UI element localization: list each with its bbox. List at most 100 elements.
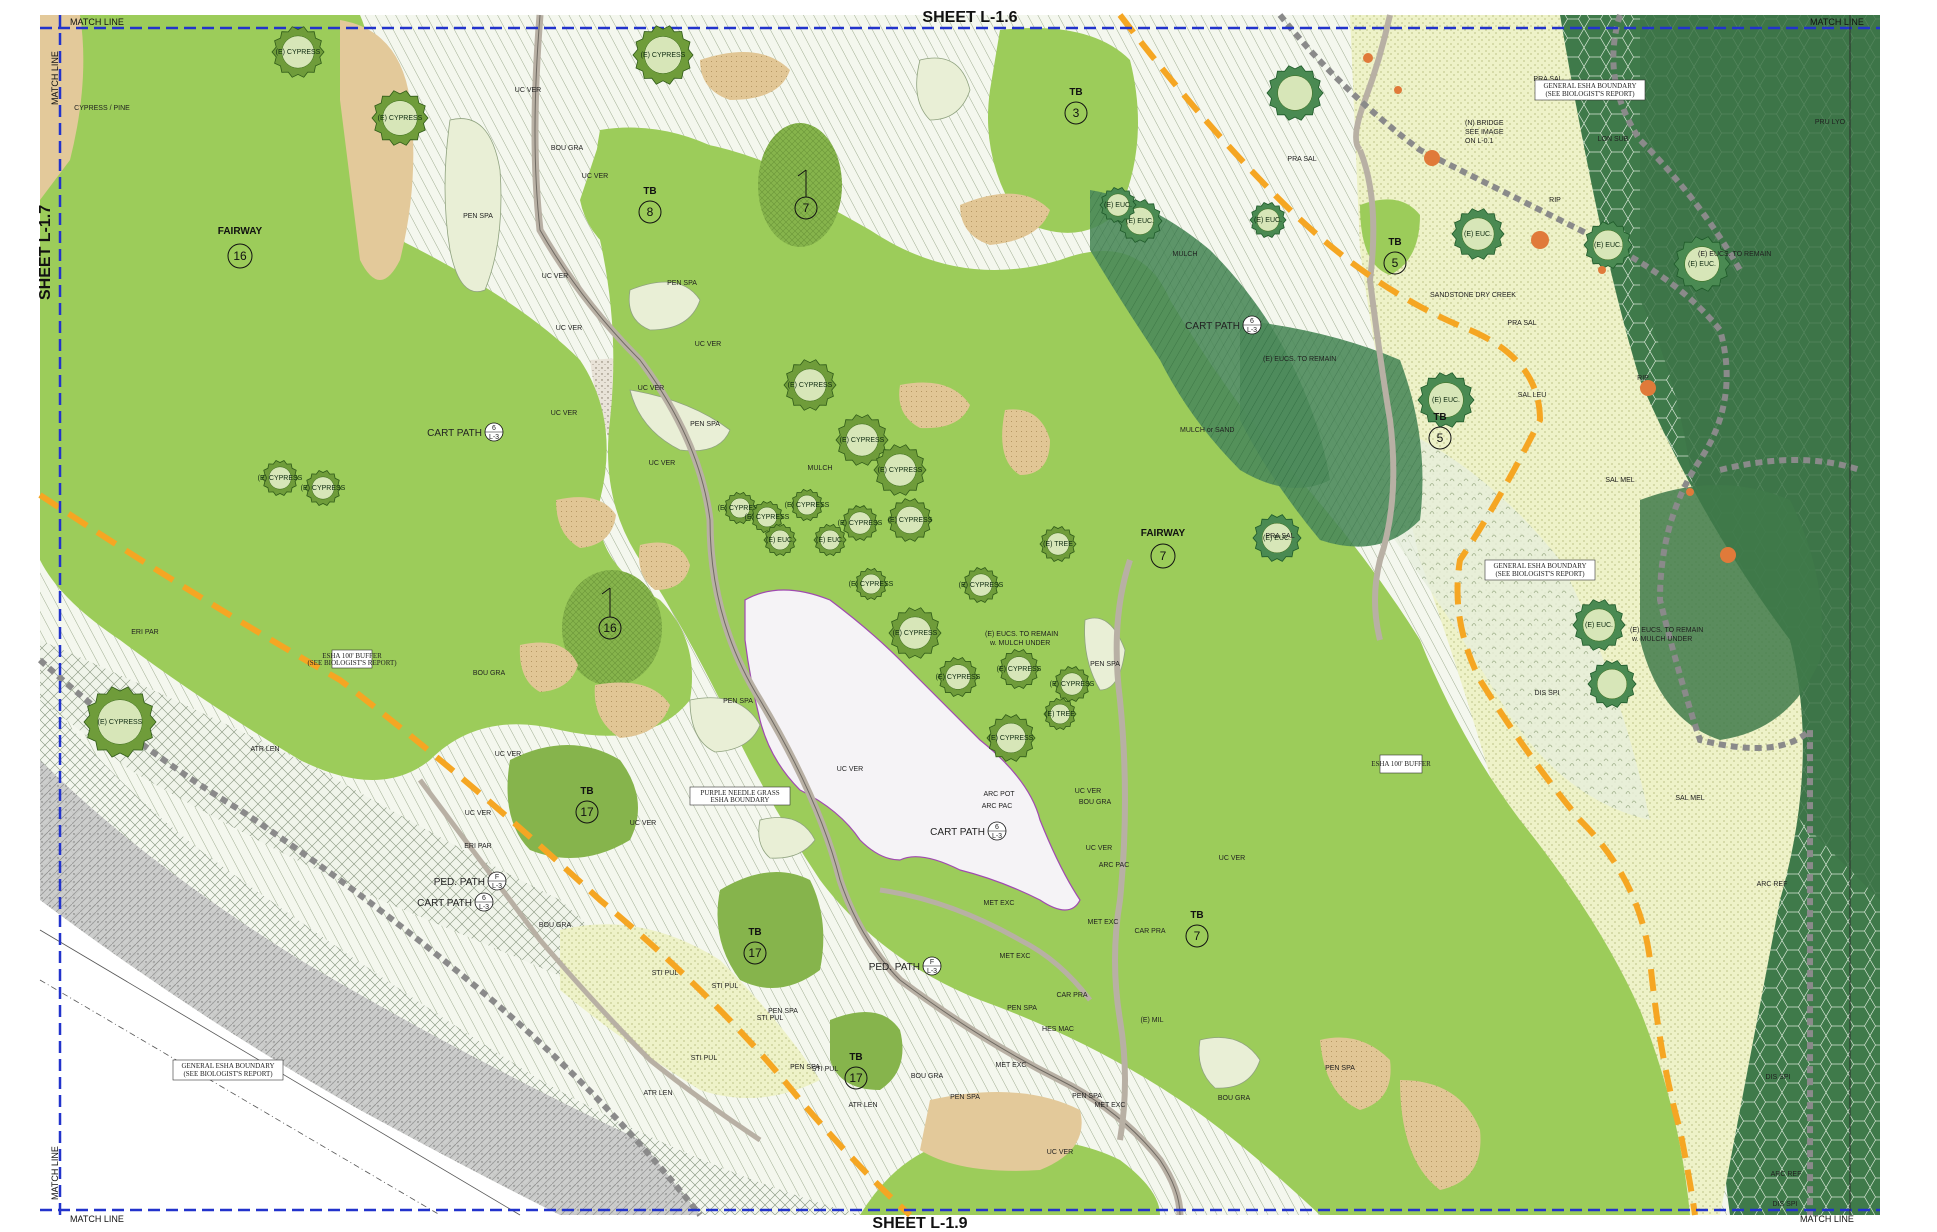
tee-number: 5: [1437, 431, 1444, 445]
tree-symbol: (E) CYPRESS: [785, 488, 830, 522]
species-label: PRA SAL: [1287, 156, 1316, 163]
species-label: ARC POT: [983, 791, 1015, 798]
general-esha-note-3: GENERAL ESHA BOUNDARY: [1543, 82, 1636, 90]
species-label: DIS SPI: [1535, 690, 1560, 697]
creek-note: SANDSTONE DRY CREEK: [1430, 292, 1516, 299]
match-line-label-br: MATCH LINE: [1800, 1214, 1854, 1224]
species-label: STI PUL: [757, 1015, 784, 1022]
species-label: UC VER: [542, 273, 568, 280]
species-label: ERI PAR: [131, 629, 159, 636]
path-label: CART PATH: [1185, 321, 1240, 332]
eucs-mulch-note-2a: (E) EUCS. TO REMAIN: [1630, 627, 1703, 634]
species-label: BOU GRA: [911, 1073, 944, 1080]
species-label: PEN SPA: [768, 1008, 798, 1015]
species-label: RIP: [1549, 197, 1561, 204]
species-label: PEN SPA: [463, 213, 493, 220]
tree-symbol: (E) CYPRESS: [783, 359, 837, 411]
tee-label: TB: [580, 786, 593, 797]
tree-label: (E) CYPRESS: [888, 517, 933, 524]
species-label: UC VER: [556, 325, 582, 332]
tee-number: 8: [647, 205, 654, 219]
path-label: CART PATH: [417, 898, 472, 909]
tree-label: (E) EUC.: [1263, 535, 1291, 542]
species-label: UC VER: [630, 820, 656, 827]
mulch-sand-note: MULCH or SAND: [1180, 427, 1234, 434]
path-label: PED. PATH: [869, 962, 920, 973]
tee-number: 17: [849, 1071, 863, 1085]
path-ref: 6: [482, 895, 486, 902]
tree-symbol: (E) CYPRESS: [849, 567, 894, 601]
tree-label: (E) CYPRESS: [276, 49, 321, 56]
tree-symbol: (E) CYPRESS: [997, 648, 1042, 690]
species-label: ATR LEN: [848, 1102, 877, 1109]
tee-number: 3: [1073, 106, 1080, 120]
tree-symbol: (E) CYPRESS: [835, 414, 889, 466]
species-label: CAR PRA: [1056, 992, 1087, 999]
tree-symbol: [1266, 65, 1324, 121]
tree-label: (E) CYPRESS: [718, 505, 763, 512]
eucs-mulch-note-2b: w. MULCH UNDER: [1631, 636, 1692, 643]
tree-symbol: (E) TREE: [1039, 525, 1077, 563]
species-label: PRA SAL: [1265, 533, 1294, 540]
tee-label: TB: [1069, 87, 1082, 98]
species-label: SAL LEU: [1518, 392, 1547, 399]
species-label: PEN SPA: [1007, 1005, 1037, 1012]
tee-label: TB: [748, 927, 761, 938]
esha-buffer-note-1: ESHA 100' BUFFER: [322, 652, 382, 660]
eucs-remain-note-2: (E) EUCS. TO REMAIN: [1698, 251, 1771, 258]
species-label: UC VER: [495, 751, 521, 758]
species-label: BOU GRA: [1218, 1095, 1251, 1102]
cart-paths: [417, 14, 1397, 1216]
tree-label: (E) CYPRESS: [785, 502, 830, 509]
species-label: PEN SPA: [723, 698, 753, 705]
tree-label: (E) EUC.: [1594, 242, 1622, 249]
green-number: 7: [803, 201, 810, 215]
general-esha-note-1b: (SEE BIOLOGIST'S REPORT): [183, 1070, 273, 1078]
fairway-areas: [40, 15, 1690, 1215]
bridge-note-3: ON L-0.1: [1465, 138, 1494, 145]
tree-label: (E) EUC.: [1104, 202, 1132, 209]
species-label: CAR PRA: [1134, 928, 1165, 935]
species-label: RIP: [1637, 375, 1649, 382]
tee-label: TB: [1190, 910, 1203, 921]
species-label: STI PUL: [812, 1066, 839, 1073]
tee-number: 17: [580, 805, 594, 819]
tree-label: (E) EUC.: [1464, 231, 1492, 238]
tree-symbol: (E) CYPRESS: [83, 686, 157, 758]
tree-symbol: (E) CYPRESS: [371, 90, 429, 146]
species-label: PRA SAL: [1507, 320, 1536, 327]
general-esha-note-2: GENERAL ESHA BOUNDARY: [1493, 562, 1586, 570]
species-label: CYPRESS / PINE: [74, 105, 130, 112]
species-label: PEN SPA: [1090, 661, 1120, 668]
tree-symbol: (E) CYPRESS: [301, 469, 346, 507]
species-label: LON SUB: [1598, 136, 1629, 143]
species-label: ATR LEN: [643, 1090, 672, 1097]
esha-buffer-note-1b: (SEE BIOLOGIST'S REPORT): [307, 659, 397, 667]
fairway-16: [40, 15, 692, 780]
species-label: PEN SPA: [790, 1064, 820, 1071]
species-label: PRA SAL: [1533, 76, 1562, 83]
species-label: MET EXC: [1088, 919, 1119, 926]
tee-box-label: TB 7: [1185, 910, 1209, 948]
tee-number: 7: [1194, 929, 1201, 943]
eucs-remain-note-1: (E) EUCS. TO REMAIN: [1263, 356, 1336, 363]
species-label: PEN SPA: [1325, 1065, 1355, 1072]
tree-label: (E) CYPRESS: [1050, 681, 1095, 688]
species-label: UC VER: [638, 385, 664, 392]
tee-box-label: TB 3: [1064, 87, 1088, 125]
tee-label: TB: [643, 186, 656, 197]
tree-label: (E) CYPRESS: [959, 582, 1004, 589]
esha-buffer-lines: [38, 13, 1698, 1218]
tee-area-3: [988, 28, 1138, 233]
species-label: PEN SPA: [667, 280, 697, 287]
general-esha-note-1: GENERAL ESHA BOUNDARY: [181, 1062, 274, 1070]
tree-symbol: (E) CYPRESS: [718, 491, 763, 525]
tee-box-label: TB 8: [638, 186, 662, 224]
match-line-label-lt: MATCH LINE: [50, 51, 60, 105]
tree-label: (E) CYPRESS: [378, 115, 423, 122]
tree-symbol: (E) EUC.: [763, 523, 797, 557]
